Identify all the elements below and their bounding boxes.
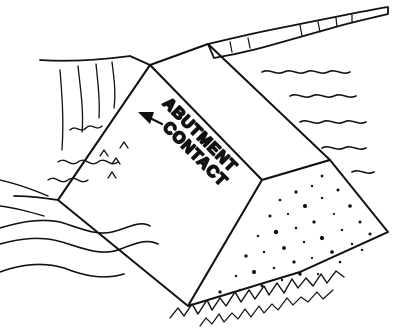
upper-right-cliff [208,7,388,58]
cliff-hatching [230,15,352,52]
reservoir-water [262,71,374,173]
